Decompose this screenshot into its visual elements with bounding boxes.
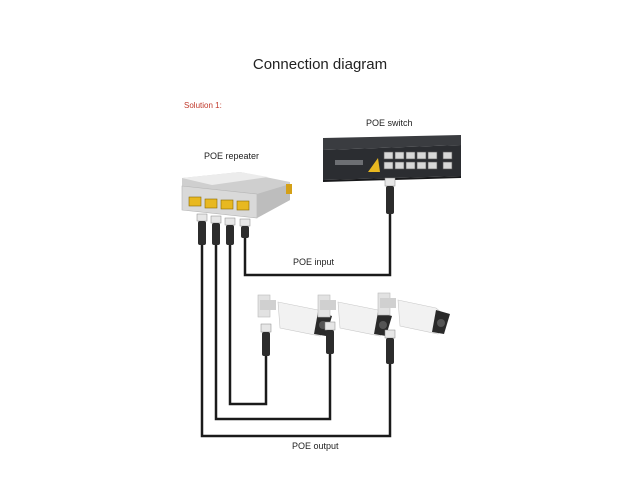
- solution-label: Solution 1:: [184, 101, 222, 110]
- switch-ports: [383, 151, 453, 170]
- switch-rj45-connector: [384, 177, 396, 214]
- camera-2: [317, 294, 392, 337]
- page-title: Connection diagram: [252, 56, 388, 73]
- poe-output-label: POE output: [292, 441, 339, 451]
- switch-led-strip: [368, 158, 380, 172]
- camera-rj45-connectors: [260, 321, 396, 364]
- camera-3: [377, 292, 450, 335]
- repeater-ports: [188, 196, 250, 211]
- poe-repeater-label: POE repeater: [204, 151, 260, 161]
- poe-input-label: POE input: [293, 257, 335, 267]
- poe-switch-label: POE switch: [366, 118, 413, 128]
- switch-brand-plate: [335, 160, 363, 165]
- poe-switch: [323, 135, 461, 182]
- repeater-power-jack: [286, 184, 292, 194]
- repeater-rj45-connectors: [196, 213, 251, 245]
- rj45-connectors: [196, 177, 396, 364]
- poe-input-cable: [243, 213, 392, 277]
- poe-output-cables: [200, 243, 392, 438]
- poe-repeater: [181, 172, 292, 219]
